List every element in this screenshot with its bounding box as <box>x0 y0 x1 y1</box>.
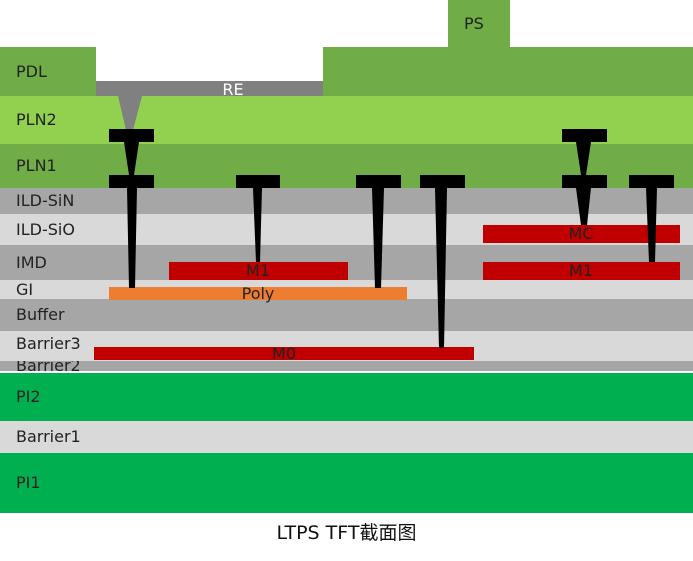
barrier1-label: Barrier1 <box>16 427 81 446</box>
poly-label: Poly <box>241 284 275 303</box>
pln1-label: PLN1 <box>16 156 57 175</box>
via-m0-stem <box>435 188 447 348</box>
via-m1-left-cap <box>236 175 280 188</box>
ps-spacer: PS <box>448 0 510 48</box>
pdl-layer-left <box>0 47 96 96</box>
m1-right-label: M1 <box>569 261 593 280</box>
ps-label: PS <box>464 14 484 33</box>
via-mc-stem <box>576 188 591 225</box>
via-m1-left-stem <box>253 188 262 262</box>
m1-left-label: M1 <box>246 261 270 280</box>
via-pln2-stem-right <box>576 142 591 175</box>
re-label: RE <box>222 80 244 99</box>
re-anode <box>96 81 323 96</box>
barrier2-label: Barrier2 <box>16 361 81 371</box>
ild-sio-label: ILD-SiO <box>16 220 75 239</box>
poly-layer <box>109 287 407 300</box>
m0-label: M0 <box>272 344 296 363</box>
via-m1-right-cap <box>629 175 674 188</box>
pdl-label: PDL <box>16 62 47 81</box>
m0-metal <box>94 347 474 360</box>
via-pln2-stem-left <box>124 142 139 175</box>
via-pln1-cap-right <box>562 175 607 188</box>
buffer-layer <box>0 299 693 331</box>
diagram-caption: LTPS TFT截面图 <box>276 522 417 544</box>
via-drawing <box>109 96 674 348</box>
via-m1-right-stem <box>646 188 657 262</box>
via-m0-cap <box>420 175 465 188</box>
via-poly-right-stem <box>372 188 384 288</box>
mc-label: MC <box>568 224 594 243</box>
m1-right-metal <box>483 262 680 280</box>
pdl-layer-right <box>323 47 693 96</box>
imd-label: IMD <box>16 253 47 272</box>
via-pln2-cap-right <box>562 129 607 142</box>
gap-line <box>0 371 693 373</box>
via-pln1-cap-left <box>109 175 154 188</box>
m1-left-metal <box>169 262 348 280</box>
re-contact-via <box>118 96 142 130</box>
pi1-label: PI1 <box>16 473 41 492</box>
pi1-layer <box>0 453 693 513</box>
barrier3-label: Barrier3 <box>16 334 81 353</box>
ild-sin-label: ILD-SiN <box>16 191 75 210</box>
pi2-layer <box>0 373 693 421</box>
pln2-label: PLN2 <box>16 110 57 129</box>
via-pln2-cap-left <box>109 129 154 142</box>
mc-metal <box>483 225 680 243</box>
barrier1-layer <box>0 421 693 453</box>
via-poly-right-cap <box>356 175 401 188</box>
gi-label: GI <box>16 280 34 299</box>
barrier2-layer: Barrier2 <box>0 361 693 371</box>
via-pln1-stem-left <box>127 188 137 288</box>
buffer-label: Buffer <box>16 305 65 324</box>
pi2-label: PI2 <box>16 387 41 406</box>
